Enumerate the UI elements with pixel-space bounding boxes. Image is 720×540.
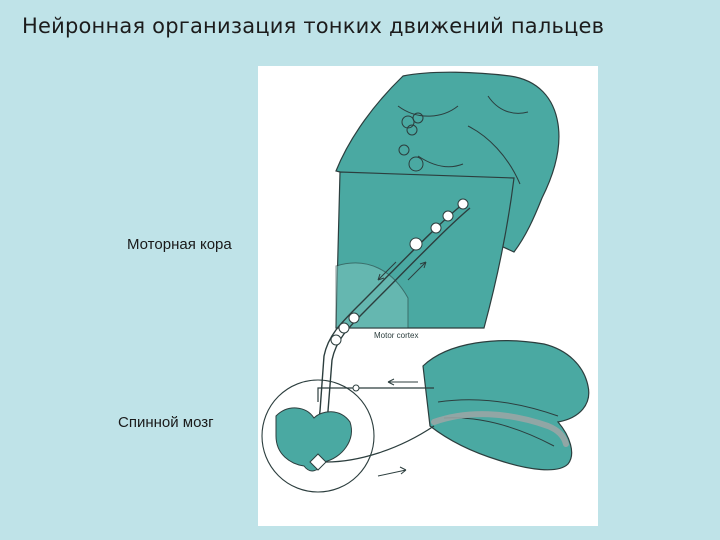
neuron-diagram: Motor cortex [258, 66, 598, 526]
spinal-cord-outline [261, 379, 375, 493]
slide-title: Нейронная организация тонких движений па… [22, 14, 605, 38]
motor-cortex-label: Моторная кора [127, 236, 232, 253]
spinal-cord-gray-matter [275, 407, 352, 472]
spinal-cord-label: Спинной мозг [118, 414, 214, 431]
pyramidal-neurons [330, 198, 469, 346]
brain-nuclei [398, 112, 424, 172]
motor-efferent-fiber [325, 425, 435, 463]
diagram-svg: Motor cortex [261, 71, 590, 493]
sensory-arrow [387, 378, 418, 386]
dorsal-root-ganglion [352, 384, 360, 392]
hand-shape [422, 340, 590, 471]
motor-cortex-caption: Motor cortex [374, 331, 418, 340]
sensory-fiber [317, 387, 434, 402]
ascending-arrow [407, 261, 427, 281]
motor-nerve [431, 411, 569, 447]
brain-sulcus [397, 95, 529, 185]
motor-arrow [377, 466, 407, 477]
descending-arrow [377, 261, 397, 281]
